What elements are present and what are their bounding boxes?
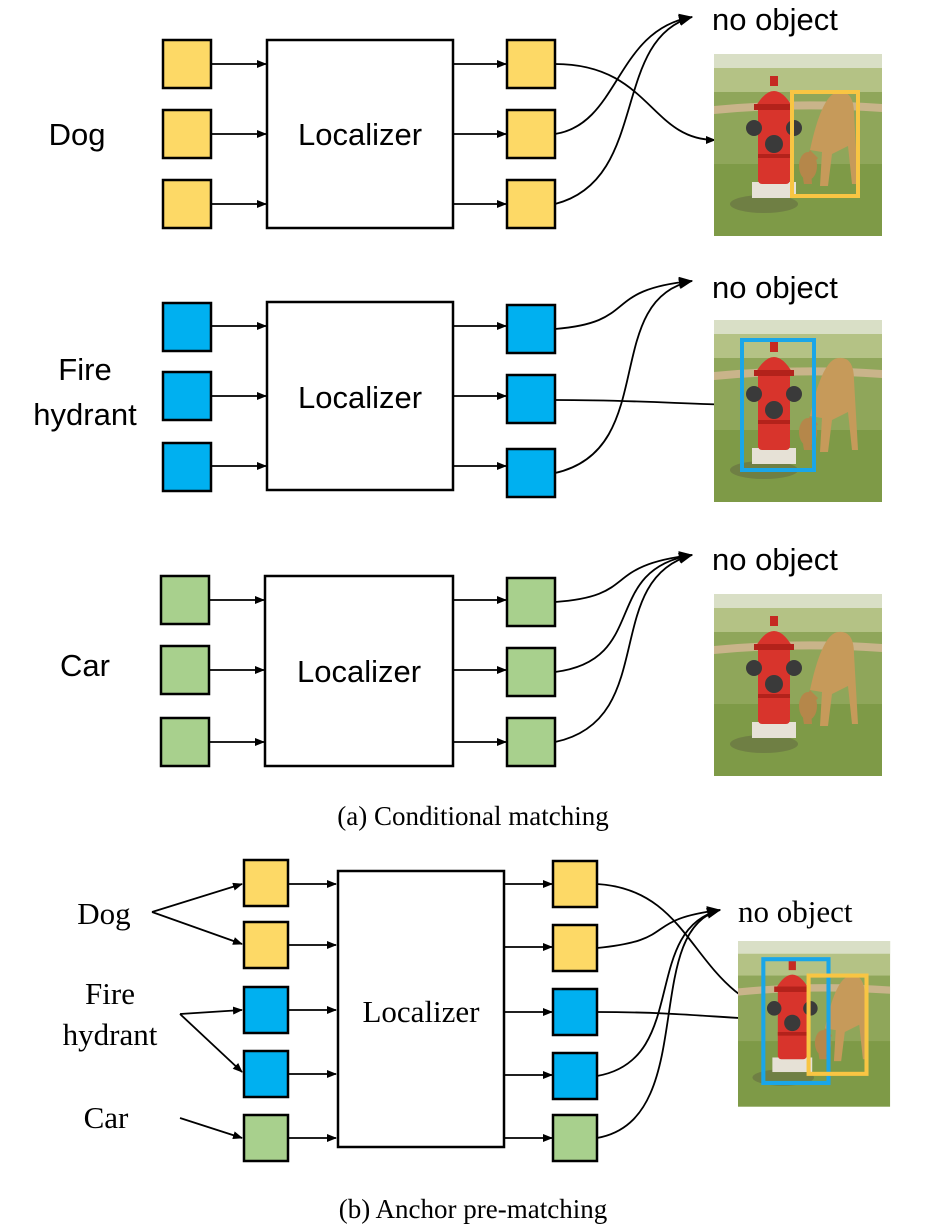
localizer-box-dog bbox=[265, 38, 455, 230]
input-anchors-b bbox=[242, 858, 290, 1163]
output-anchors-b bbox=[551, 859, 599, 1163]
class-label-dog: Dog bbox=[49, 117, 106, 152]
class-label-car-b: Car bbox=[84, 1100, 129, 1135]
dog-bounding-box bbox=[790, 90, 860, 198]
localizer-label-b: Localizer bbox=[362, 994, 480, 1029]
row-car: Car Localizer no object bbox=[60, 542, 882, 776]
scene-image-car bbox=[714, 594, 882, 776]
output-anchors-fire-hydrant bbox=[505, 303, 557, 499]
localizer-box-car bbox=[263, 574, 455, 768]
scene-image-b bbox=[738, 941, 891, 1107]
output-anchors-car bbox=[505, 576, 557, 768]
class-label-hydrant: hydrant bbox=[33, 397, 137, 432]
no-object-label-b: no object bbox=[738, 894, 853, 929]
input-anchors-fire-hydrant bbox=[161, 301, 213, 493]
hydrant-bounding-box-b bbox=[761, 957, 831, 1086]
class-label-fire-b: Fire bbox=[85, 976, 135, 1011]
no-object-label-car: no object bbox=[712, 542, 838, 577]
scene-image-fire-hydrant bbox=[714, 320, 882, 502]
input-anchors-car bbox=[159, 574, 211, 768]
no-object-label-dog: no object bbox=[712, 2, 838, 37]
class-label-hydrant-b: hydrant bbox=[63, 1017, 158, 1052]
class-label-fire: Fire bbox=[58, 352, 111, 387]
localizer-label-fire-hydrant: Localizer bbox=[298, 380, 422, 415]
class-label-dog-b: Dog bbox=[77, 896, 130, 931]
dog-bounding-box-b bbox=[806, 973, 869, 1076]
input-anchors-dog bbox=[161, 38, 213, 230]
hydrant-bounding-box bbox=[740, 338, 816, 472]
scene-image-dog bbox=[714, 54, 882, 236]
class-label-car: Car bbox=[60, 648, 110, 683]
caption-b: (b) Anchor pre-matching bbox=[339, 1194, 607, 1224]
caption-a: (a) Conditional matching bbox=[337, 801, 608, 831]
output-anchors-dog bbox=[505, 38, 557, 230]
row-fire-hydrant: Fire hydrant Localizer no object bbox=[33, 270, 882, 502]
no-object-label-fire-hydrant: no object bbox=[712, 270, 838, 305]
row-dog: Dog Localizer no object bbox=[49, 2, 882, 236]
localizer-label-dog: Localizer bbox=[298, 117, 422, 152]
panel-b: Dog Fire hydrant Car Localizer bbox=[63, 858, 891, 1163]
localizer-label-car: Localizer bbox=[297, 654, 421, 689]
localizer-box-b bbox=[336, 869, 506, 1149]
